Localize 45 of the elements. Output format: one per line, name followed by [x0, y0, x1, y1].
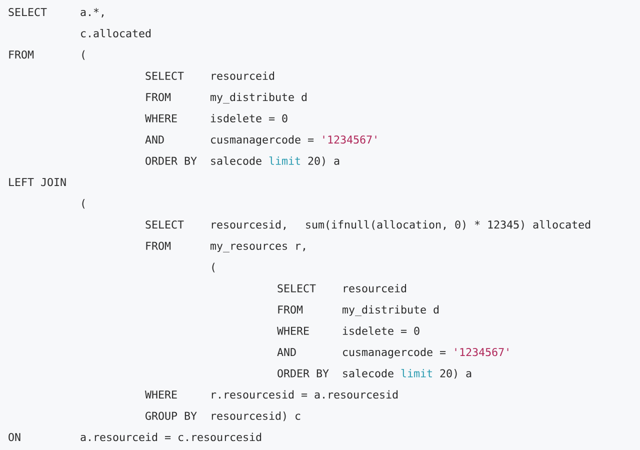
function-keyword: limit [269, 156, 300, 165]
code-text: resourceid [344, 284, 406, 292]
sql-keyword: LEFT JOIN [9, 178, 66, 186]
code-text: resourcesid, [212, 220, 286, 230]
sql-keyword: FROM [9, 50, 34, 59]
sql-keyword: AND [145, 136, 164, 144]
code-text: a.resourceid = c.resourcesid [80, 432, 262, 442]
sql-keyword: WHERE [277, 326, 309, 335]
code-text: ( [212, 262, 215, 272]
code-text: salecode [343, 369, 394, 378]
string-literal: '1234567' [455, 348, 508, 356]
code-text: cusmanagercode = [211, 135, 314, 146]
code-text: 20) a [440, 369, 472, 379]
sql-keyword: ORDER BY [146, 156, 197, 165]
code-text: my_distribute d [210, 92, 307, 104]
code-text: 20) a [308, 156, 340, 166]
code-text: c.allocated [81, 28, 151, 38]
code-text: isdelete = 0 [342, 326, 420, 335]
sql-keyword: SELECT [146, 72, 184, 80]
code-text: cusmanagercode = [343, 348, 446, 358]
code-text: my_resources r, [210, 244, 305, 252]
sql-keyword: FROM [146, 242, 171, 250]
code-text: sum(ifnull(allocation, 0) * 12345) allocated [306, 220, 590, 230]
code-text: isdelete = 0 [210, 114, 288, 122]
code-text: r.resourcesid = a.resourcesid [212, 390, 398, 399]
sql-keyword: FROM [146, 93, 171, 102]
sql-keyword: SELECT [278, 284, 316, 292]
code-text: my_distribute d [342, 305, 439, 316]
code-text: a.*, [80, 8, 104, 18]
string-literal: '1234567' [323, 136, 376, 144]
code-text: ( [82, 199, 85, 209]
sql-keyword: SELECT [146, 220, 184, 229]
code-text: resourcesid) c [212, 412, 300, 422]
code-text: ( [82, 50, 85, 60]
sql-keyword: SELECT [8, 8, 47, 16]
sql-keyword: WHERE [145, 114, 177, 122]
sql-keyword: ORDER BY [278, 369, 329, 378]
sql-keyword: ON [8, 433, 20, 442]
sql-keyword: GROUP BY [146, 412, 197, 420]
code-text: salecode [211, 156, 262, 165]
sql-keyword: FROM [278, 306, 303, 314]
sql-keyword: AND [277, 348, 296, 356]
sql-keyword: WHERE [145, 390, 177, 398]
function-keyword: limit [401, 369, 432, 378]
code-text: resourceid [212, 72, 274, 80]
